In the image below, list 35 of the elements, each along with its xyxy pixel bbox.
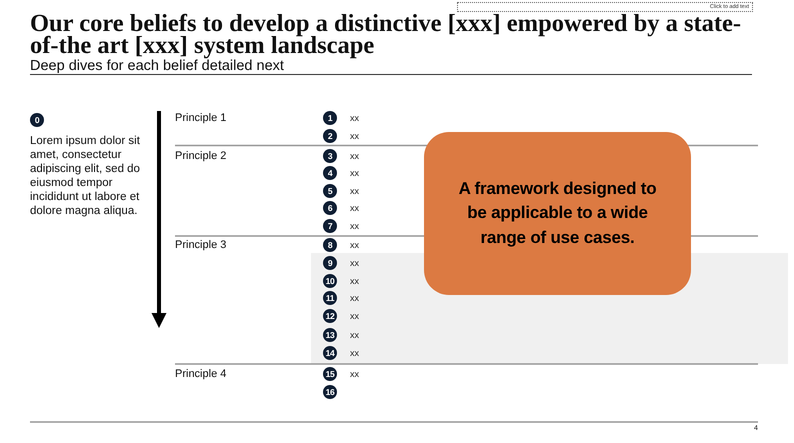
principle-label: Principle 4 (175, 367, 226, 381)
number-circle: 3 (323, 149, 337, 163)
item-label: xx (350, 292, 359, 304)
number-circle: 6 (323, 201, 337, 215)
item-label: xx (350, 130, 359, 142)
number-circle: 8 (323, 238, 337, 252)
slide-title: Our core beliefs to develop a distinctive [xxx] empowered by a state-of-the art [xxx] system landscape (30, 13, 742, 57)
item-label: xx (350, 112, 359, 124)
number-circle: 7 (323, 219, 337, 233)
item-label: xx (350, 329, 359, 341)
item-label: xx (350, 167, 359, 179)
number-circle: 16 (323, 385, 337, 399)
number-circle: 4 (323, 166, 337, 180)
number-circle: 15 (323, 367, 337, 381)
item-label: xx (350, 202, 359, 214)
callout-box (424, 132, 691, 295)
item-label: xx (350, 347, 359, 359)
principle-label: Principle 1 (175, 111, 226, 125)
principle-label: Principle 3 (175, 238, 226, 252)
callout-text: A framework designed to be applicable to a wide range of use cases. (458, 178, 658, 249)
principle-label: Principle 2 (175, 149, 226, 163)
item-label: xx (350, 185, 359, 197)
item-label: xx (350, 150, 359, 162)
number-circle: 2 (323, 129, 337, 143)
number-circle: 0 (30, 113, 44, 127)
number-circle: 5 (323, 184, 337, 198)
item-label: xx (350, 275, 359, 287)
item-label: xx (350, 368, 359, 380)
item-label: xx (350, 310, 359, 322)
description-text: Lorem ipsum dolor sit amet, consectetur adipiscing elit, sed do eiusmod tempor incididunt ut labore et dolore magna aliqua. (30, 134, 141, 218)
item-label: xx (350, 239, 359, 251)
item-label: xx (350, 220, 359, 232)
number-circle: 1 (323, 111, 337, 125)
item-label: xx (350, 257, 359, 269)
slide-subtitle: Deep dives for each belief detailed next (30, 58, 284, 76)
